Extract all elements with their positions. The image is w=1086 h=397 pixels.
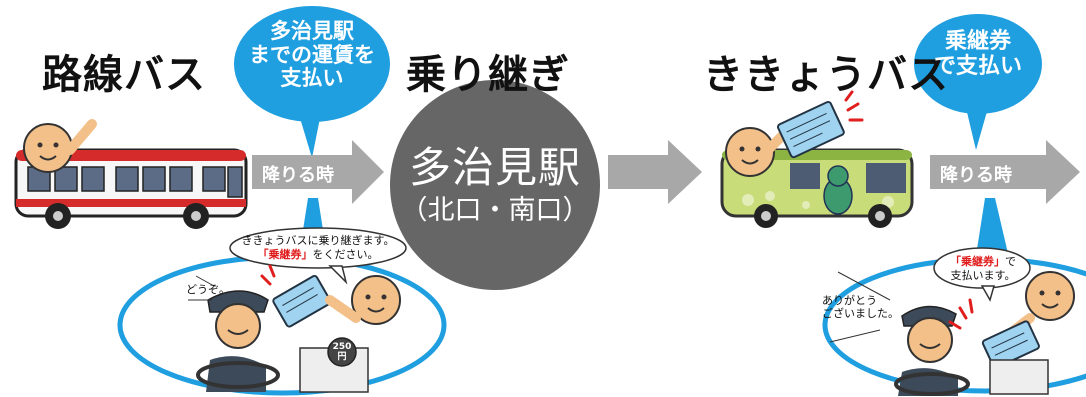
left-arrow bbox=[252, 140, 384, 204]
right-driver-line-1: ありがとう bbox=[822, 294, 877, 307]
left-speech-ticket-term: 「乗継券」 bbox=[257, 247, 313, 261]
left-speech-line-2-rest: をください。 bbox=[312, 247, 379, 261]
right-speech-line-2: 支払います。 bbox=[950, 268, 1016, 282]
station-circle bbox=[390, 80, 600, 290]
right-scene-illustration bbox=[829, 247, 1075, 396]
left-bubble-text: 多治見駅 までの運賃を 支払い bbox=[234, 19, 390, 91]
middle-arrow bbox=[608, 140, 702, 204]
left-bubble-line-1: 多治見駅 bbox=[270, 19, 354, 43]
fare-coin-unit: 円 bbox=[337, 351, 347, 362]
section-title-route-bus: 路線バス bbox=[42, 52, 206, 98]
left-scene-ellipse bbox=[117, 254, 447, 396]
left-speech-line-2: 「乗継券」をください。 bbox=[232, 248, 404, 262]
section-title-transfer: 乗り継ぎ bbox=[406, 52, 570, 98]
right-speech-line-1: 「乗継券」で bbox=[938, 255, 1028, 269]
left-speech-line-1: ききょうバスに乗り継ぎます。 bbox=[241, 234, 395, 247]
right-speech-ticket-term: 「乗継券」 bbox=[950, 255, 1005, 268]
right-arrow bbox=[930, 140, 1080, 204]
right-speech-line-1-rest: で bbox=[1005, 255, 1016, 268]
station-exits: （北口・南口） bbox=[400, 195, 590, 226]
kikyo-bus-illustration bbox=[720, 90, 914, 228]
fare-coin-amount: 250 bbox=[332, 342, 352, 352]
fare-coin: 250 円 bbox=[328, 342, 356, 363]
left-driver-speech: どうぞ。 bbox=[186, 283, 230, 296]
left-bubble-line-2: までの運賃を bbox=[249, 42, 375, 67]
section-title-kikyo-bus: ききょうバス bbox=[703, 52, 949, 98]
right-arrow-label: 降りる時 bbox=[940, 165, 1012, 186]
left-passenger-speech: ききょうバスに乗り継ぎます。 「乗継券」をください。 bbox=[232, 234, 404, 262]
right-driver-line-2: ございました。 bbox=[822, 307, 899, 321]
right-bubble-line-1: 乗継券 bbox=[944, 29, 1011, 54]
station-name: 多治見駅 bbox=[408, 143, 581, 192]
left-payment-bubble bbox=[234, 6, 390, 158]
right-bubble-line-2: で支払い bbox=[933, 53, 1022, 79]
route-bus-illustration bbox=[14, 119, 248, 229]
left-bubble-line-3: 支払い bbox=[280, 66, 344, 91]
right-driver-speech: ありがとう ございました。 bbox=[822, 294, 899, 320]
left-arrow-label: 降りる時 bbox=[262, 165, 334, 186]
right-payment-bubble bbox=[914, 14, 1042, 150]
left-scene-illustration bbox=[188, 227, 407, 393]
right-bubble-text: 乗継券 で支払い bbox=[914, 29, 1042, 79]
right-passenger-speech: 「乗継券」で 支払います。 bbox=[938, 255, 1028, 283]
right-scene-pointer bbox=[975, 198, 1010, 262]
